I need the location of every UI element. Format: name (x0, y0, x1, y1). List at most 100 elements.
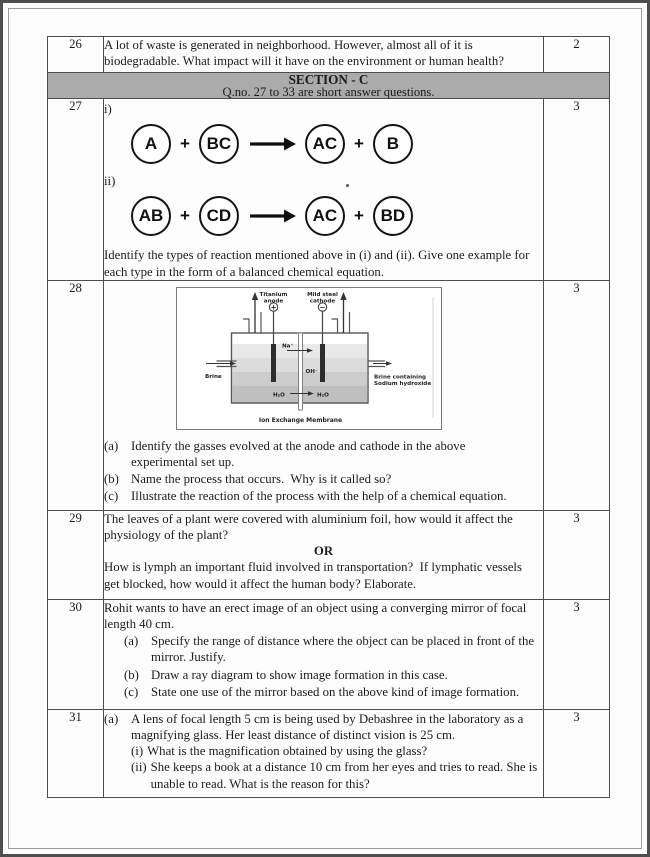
water-label-right: H₂O (317, 392, 329, 398)
product-circle: B (372, 124, 413, 165)
table-row-q28: 28 (47, 279, 610, 511)
membrane-label: Ion Exchange Membrane (259, 417, 342, 424)
question-number: 29 (47, 509, 104, 600)
item-marker: (c) (104, 489, 119, 504)
plus-sign: + (353, 206, 364, 226)
reactant-circle: AB (131, 196, 171, 237)
item-text: What is the magnification obtained by us… (147, 744, 428, 759)
table-row-section-c: SECTION - C Q.no. 27 to 33 are short ans… (47, 72, 610, 99)
reaction-label-ii: ii) (104, 174, 116, 189)
reaction-arrow-icon (249, 137, 296, 151)
question-text: get blocked, how would it affect the hum… (104, 576, 417, 591)
item-text: Identify the gasses evolved at the anode… (131, 438, 466, 453)
gas-up-arrow-icon (251, 291, 347, 333)
anode-assembly: + (268, 302, 279, 382)
product-circle: AC (304, 124, 345, 165)
brine-outlet-label: Brine containing (374, 374, 426, 380)
reaction-label-i: i) (104, 102, 112, 116)
marks-value: 3 (543, 708, 610, 798)
sodium-ion-label: Na⁺ (282, 342, 293, 349)
item-marker: (a) (104, 438, 119, 453)
brine-inlet-arrow-icon (206, 361, 236, 366)
question-text-cell: i) A + BC AC + B ii) AB + (103, 98, 544, 281)
reactant-circle: BC (198, 124, 239, 165)
item-marker: (c) (124, 684, 139, 699)
sub-question: (a) A lens of focal length 5 cm is being… (104, 711, 543, 792)
marks-value: 3 (543, 509, 610, 600)
gas-outlet-tubes (243, 311, 351, 333)
item-marker: (b) (104, 472, 119, 487)
question-number: 30 (47, 598, 104, 710)
sub-question: (a) Identify the gasses evolved at the a… (104, 438, 543, 470)
section-header: SECTION - C Q.no. 27 to 33 are short ans… (47, 72, 610, 99)
table-row-q31: 31 (a) A lens of focal length 5 cm is be… (47, 708, 610, 798)
anode-label: anode (264, 298, 284, 304)
brine-outlet-arrow-icon (373, 361, 392, 366)
cathode-label: cathode (310, 298, 336, 304)
item-text: Specify the range of distance where the … (151, 634, 535, 649)
marks-value: 2 (543, 36, 610, 73)
question-text: Rohit wants to have an erect image of an… (104, 600, 527, 615)
cathode-assembly: − (317, 302, 328, 382)
question-text: each type in the form of a balanced chem… (104, 264, 384, 279)
question-text: A lot of waste is generated in neighborh… (104, 38, 473, 52)
item-text: State one use of the mirror based on the… (151, 684, 520, 699)
plus-sign: + (180, 134, 190, 154)
item-text: experimental set up. (131, 455, 235, 470)
product-circle: AC (304, 196, 345, 237)
ion-exchange-membrane (298, 332, 303, 411)
section-subtitle: Q.no. 27 to 33 are short answer question… (222, 85, 435, 99)
reactant-circle: A (131, 124, 171, 165)
question-text-cell: Rohit wants to have an erect image of an… (103, 598, 544, 710)
question-number: 28 (47, 279, 104, 511)
reaction-arrow-icon (249, 209, 296, 223)
brine-outlet-tube (368, 360, 385, 367)
item-text: She keeps a book at a distance 10 cm fro… (150, 760, 538, 775)
question-number: 27 (47, 98, 104, 281)
reactant-circle: CD (198, 196, 239, 237)
stray-mark (346, 184, 349, 187)
item-marker: (a) (104, 711, 119, 726)
item-text: A lens of focal length 5 cm is being use… (131, 711, 524, 726)
table-row-q26: 26 A lot of waste is generated in neighb… (47, 36, 610, 73)
sub-question: (b) Draw a ray diagram to show image for… (124, 667, 543, 683)
or-separator: OR (313, 544, 334, 559)
item-text: unable to read. What is the reason for t… (150, 776, 370, 791)
question-text: Identify the types of reaction mentioned… (104, 248, 530, 263)
anode-label: Titanium (260, 292, 288, 298)
svg-text:−: − (320, 303, 326, 311)
question-table: 26 A lot of waste is generated in neighb… (47, 36, 610, 798)
question-text: biodegradable. What impact will it have … (104, 54, 504, 69)
question-number: 26 (47, 36, 104, 73)
water-label-left: H₂O (273, 392, 285, 398)
item-marker: (i) (131, 744, 144, 759)
item-text: Draw a ray diagram to show image formati… (151, 667, 448, 682)
cathode-label: Mild steel (307, 292, 338, 298)
marks-value: 3 (543, 598, 610, 710)
brine-inlet-label: Brine (205, 374, 222, 380)
question-number: 31 (47, 708, 104, 798)
sub-question: (a) Specify the range of distance where … (124, 633, 543, 665)
question-text: The leaves of a plant were covered with … (104, 511, 513, 526)
brine-inlet-tube (216, 360, 237, 367)
table-row-q29: 29 The leaves of a plant were covered wi… (47, 509, 610, 600)
item-marker: (a) (124, 634, 139, 649)
item-text: Illustrate the reaction of the process w… (131, 489, 507, 504)
question-text-cell: The leaves of a plant were covered with … (103, 509, 544, 600)
item-text: magnifying glass. Her least distance of … (131, 728, 456, 743)
brine-outlet-label: Sodium hydroxide (374, 381, 431, 387)
question-text: physiology of the plant? (104, 528, 229, 543)
reaction-diagram-2: AB + CD AC + BD (131, 193, 543, 239)
product-circle: BD (372, 196, 413, 237)
sub-question: (b) Name the process that occurs. Why is… (104, 471, 543, 487)
question-text: length 40 cm. (104, 617, 175, 632)
sub-sub-question: (i) What is the magnification obtained b… (131, 743, 543, 759)
water-flow-arrow-icon (290, 391, 314, 396)
sub-sub-question: (ii) She keeps a book at a distance 10 c… (131, 759, 543, 791)
plus-sign: + (353, 134, 364, 154)
question-text-cell: (a) A lens of focal length 5 cm is being… (103, 708, 544, 798)
svg-text:+: + (271, 303, 277, 311)
item-text: Name the process that occurs. Why is it … (131, 472, 392, 487)
question-text-cell: + − Titanium anode Mild steel cathode (103, 279, 544, 511)
